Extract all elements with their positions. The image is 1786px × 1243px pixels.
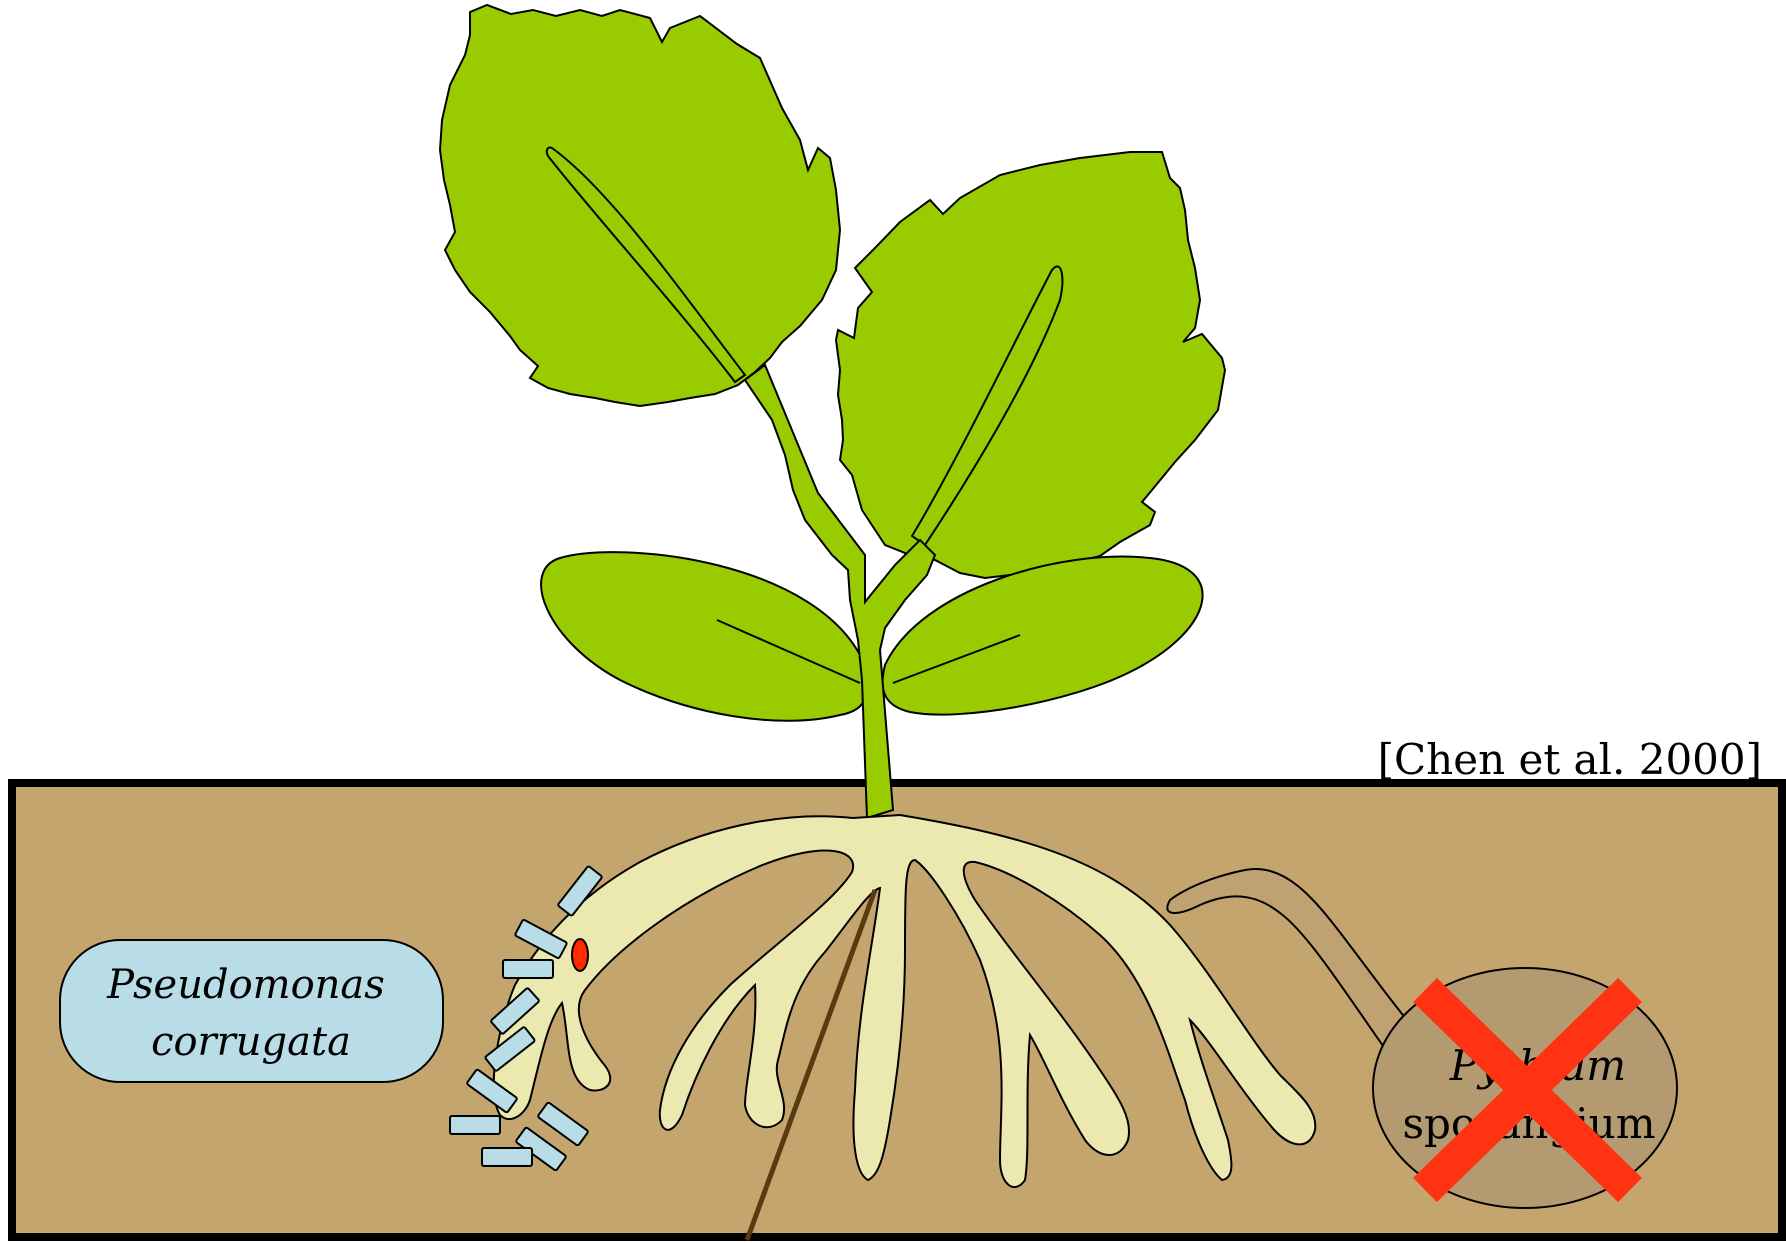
bacterium-cell [503,960,553,978]
cotyledon-right [883,557,1203,715]
bacterium-cell [482,1148,532,1166]
upper-right-leaf [836,152,1225,578]
bacterium-label-box: Pseudomonas corrugata [60,940,443,1082]
bacterium-name-line2: corrugata [151,1019,351,1065]
infection-spot [572,939,588,971]
upper-left-leaf [440,5,840,406]
bacterium-name-line1: Pseudomonas [106,962,385,1008]
citation-text: [Chen et al. 2000] [1378,735,1762,784]
bacterium-cell [450,1116,500,1134]
cotyledon-left [541,552,867,721]
